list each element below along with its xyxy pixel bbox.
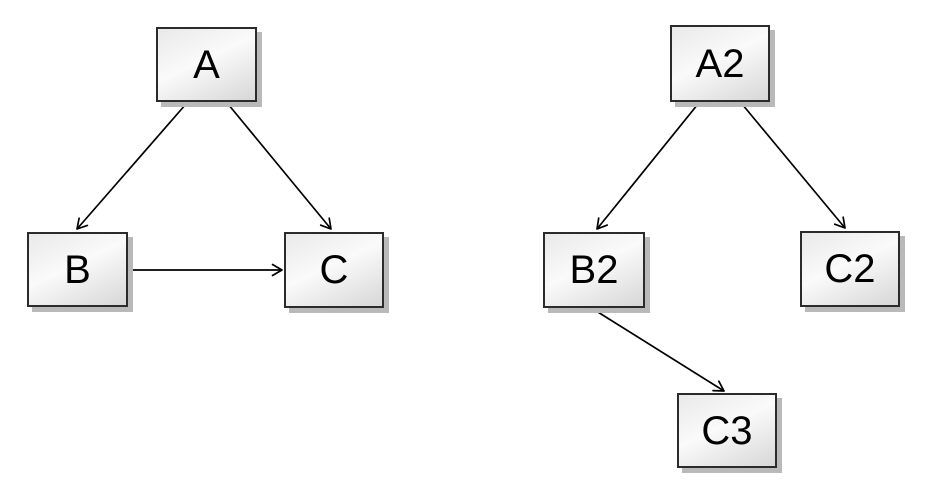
node-label: C2 xyxy=(824,247,876,291)
edge-A2-to-B2 xyxy=(596,103,699,230)
node-label: C xyxy=(319,248,349,292)
node-C: C xyxy=(284,232,384,308)
node-C2: C2 xyxy=(800,231,900,307)
node-A: A xyxy=(156,27,257,102)
node-C3: C3 xyxy=(677,393,777,468)
node-A2: A2 xyxy=(670,25,770,102)
node-label: C3 xyxy=(701,408,753,453)
node-label: B2 xyxy=(569,248,619,292)
edges-group xyxy=(76,103,846,392)
node-label: A2 xyxy=(695,41,745,86)
edge-A2-to-C2 xyxy=(741,103,846,229)
node-B2: B2 xyxy=(543,232,645,308)
node-B: B xyxy=(27,232,128,307)
edge-A-to-B xyxy=(76,103,187,230)
edge-B2-to-C3 xyxy=(592,308,725,392)
node-label: B xyxy=(64,247,91,292)
node-label: A xyxy=(193,42,220,87)
edge-A-to-C xyxy=(227,103,332,230)
